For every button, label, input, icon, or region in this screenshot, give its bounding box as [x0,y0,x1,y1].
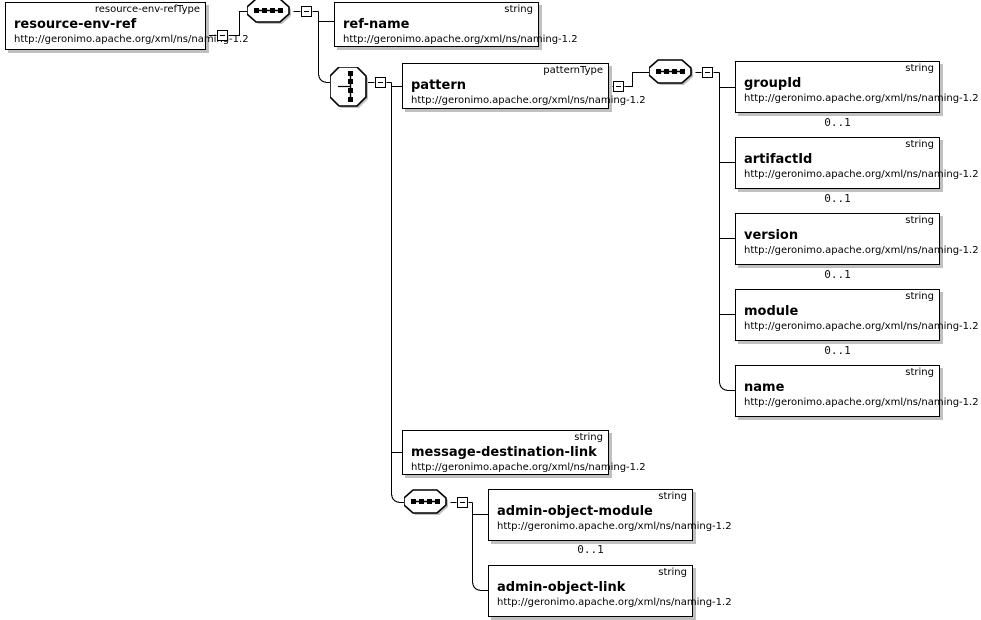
element-namespace-label: http://geronimo.apache.org/xml/ns/naming… [497,521,732,532]
element-name-label: artifactId [744,152,813,167]
element-namespace-label: http://geronimo.apache.org/xml/ns/naming… [744,397,979,408]
element-ref-name[interactable]: string ref-name http://geronimo.apache.o… [334,2,578,47]
element-name-label: resource-env-ref [14,17,137,32]
element-name-label: groupId [744,76,802,91]
toggle-choice[interactable] [375,77,386,88]
element-type-label: string [658,567,687,578]
cardinality-version: 0..1 [824,268,851,281]
element-admin-object-module[interactable]: string admin-object-module http://geroni… [488,489,732,541]
element-namespace-label: http://geronimo.apache.org/xml/ns/naming… [744,169,979,180]
element-artifactId[interactable]: string artifactId http://geronimo.apache… [735,137,979,189]
element-namespace-label: http://geronimo.apache.org/xml/ns/naming… [744,321,979,332]
compositor-sequence-admin[interactable] [404,488,450,518]
element-namespace-label: http://geronimo.apache.org/xml/ns/naming… [411,462,646,473]
element-namespace-label: http://geronimo.apache.org/xml/ns/naming… [411,95,646,106]
element-type-label: resource-env-refType [94,4,200,15]
element-namespace-label: http://geronimo.apache.org/xml/ns/naming… [497,597,732,608]
element-pattern[interactable]: patternType pattern http://geronimo.apac… [402,63,646,109]
element-name-label: version [744,228,799,243]
element-module[interactable]: string module http://geronimo.apache.org… [735,289,979,341]
element-type-label: string [658,491,687,502]
element-name-label: admin-object-module [497,504,653,519]
element-version[interactable]: string version http://geronimo.apache.or… [735,213,979,265]
cardinality-admin-object-module: 0..1 [577,543,604,556]
element-admin-object-link[interactable]: string admin-object-link http://geronimo… [488,565,732,617]
element-type-label: string [504,4,533,15]
element-namespace-label: http://geronimo.apache.org/xml/ns/naming… [343,34,578,45]
element-type-label: string [905,215,934,226]
element-name-label: module [744,304,799,319]
compositor-sequence-root[interactable] [247,0,293,27]
element-type-label: string [905,291,934,302]
element-resource-env-ref[interactable]: resource-env-refType resource-env-ref ht… [5,2,249,50]
element-type-label: string [905,367,934,378]
element-type-label: string [905,63,934,74]
compositor-choice[interactable] [330,67,376,108]
cardinality-artifactId: 0..1 [824,192,851,205]
cardinality-module: 0..1 [824,344,851,357]
compositor-sequence-pattern[interactable] [649,58,695,88]
element-type-label: string [574,432,603,443]
element-name-label: ref-name [343,17,410,32]
element-name-label: name [744,380,785,395]
toggle-sequence-admin[interactable] [457,497,468,508]
toggle-sequence-pattern[interactable] [702,67,713,78]
element-name-label: message-destination-link [411,445,597,460]
toggle-sequence-root[interactable] [301,6,312,17]
element-namespace-label: http://geronimo.apache.org/xml/ns/naming… [14,34,249,45]
element-namespace-label: http://geronimo.apache.org/xml/ns/naming… [744,245,979,256]
element-name-label: admin-object-link [497,580,626,595]
element-type-label: string [905,139,934,150]
element-name[interactable]: string name http://geronimo.apache.org/x… [735,365,979,417]
element-type-label: patternType [543,65,603,76]
element-message-destination-link[interactable]: string message-destination-link http://g… [402,430,646,475]
element-namespace-label: http://geronimo.apache.org/xml/ns/naming… [744,93,979,104]
toggle-pattern[interactable] [613,81,624,92]
element-name-label: pattern [411,78,466,93]
element-groupId[interactable]: string groupId http://geronimo.apache.or… [735,61,979,113]
cardinality-groupId: 0..1 [824,116,851,129]
toggle-root-collapse[interactable] [217,30,228,41]
